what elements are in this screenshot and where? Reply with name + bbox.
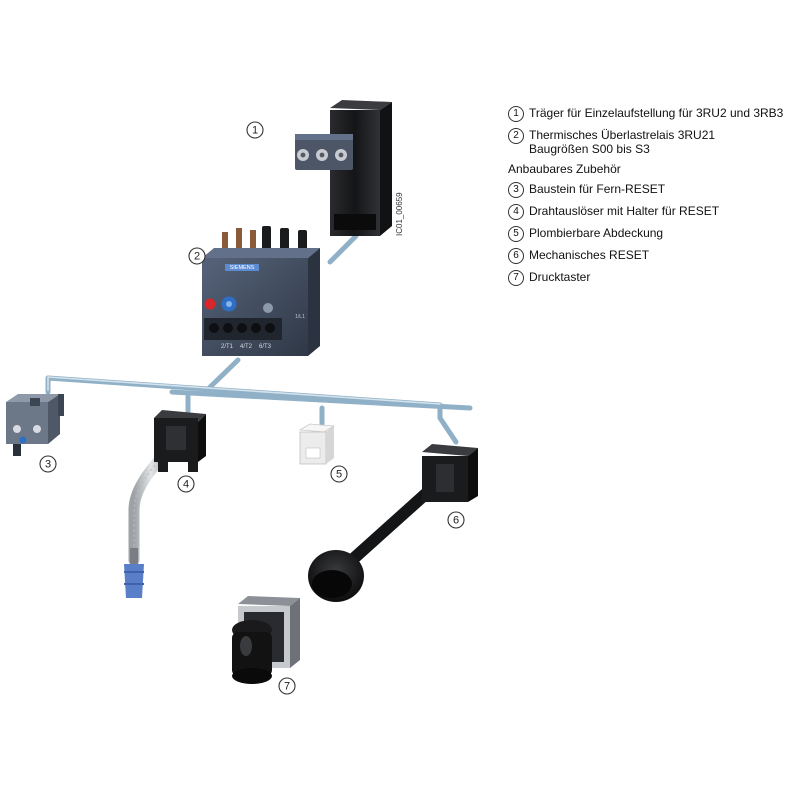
relay-brand: SIEMENS — [230, 265, 255, 271]
legend-number-2: 2 — [508, 128, 524, 144]
callout-4: 4 — [177, 475, 195, 493]
mechanical-reset — [308, 444, 478, 602]
callout-5-number: 5 — [336, 469, 342, 481]
callout-3: 3 — [39, 455, 57, 473]
legend-number-7: 7 — [508, 270, 524, 286]
callout-5: 5 — [330, 465, 348, 483]
callout-2-number: 2 — [194, 251, 200, 263]
legend-item-2: 2 Thermisches Überlastrelais 3RU21 Baugr… — [508, 128, 800, 156]
legend-number-5: 5 — [508, 226, 524, 242]
terminal-label-1l1: 1/L1 — [295, 314, 305, 320]
terminal-label-2t1: 2/T1 — [221, 344, 234, 350]
terminal-label-6t3: 6/T3 — [259, 344, 272, 350]
legend-text-2-line2: Baugrößen S00 bis S3 — [529, 142, 650, 156]
legend-text-2-block: Thermisches Überlastrelais 3RU21 Baugröß… — [529, 128, 715, 156]
legend-text-7: Drucktaster — [529, 270, 591, 284]
overload-relay: SIEMENS 2/T1 4/T2 6/T3 1/L1 — [202, 226, 320, 356]
callout-4-number: 4 — [183, 479, 189, 491]
image-code: IC01_00659 — [395, 192, 404, 236]
callout-2: 2 — [188, 247, 206, 265]
legend-item-3: 3 Baustein für Fern-RESET — [508, 182, 800, 198]
legend-item-7: 7 Drucktaster — [508, 270, 800, 286]
legend-item-6: 6 Mechanisches RESET — [508, 248, 800, 264]
callout-7-number: 7 — [284, 681, 290, 693]
callout-6: 6 — [447, 511, 465, 529]
cable-release — [124, 410, 206, 598]
legend-number-1: 1 — [508, 106, 524, 122]
accessories-heading: Anbaubares Zubehör — [508, 162, 621, 176]
legend-text-1: Träger für Einzelaufstellung für 3RU2 un… — [529, 106, 784, 120]
legend: 1 Träger für Einzelaufstellung für 3RU2 … — [508, 106, 800, 292]
legend-item-5: 5 Plombierbare Abdeckung — [508, 226, 800, 242]
callout-1-number: 1 — [252, 125, 258, 137]
legend-item-4: 4 Drahtauslöser mit Halter für RESET — [508, 204, 800, 220]
terminal-label-4t2: 4/T2 — [240, 344, 253, 350]
legend-text-5: Plombierbare Abdeckung — [529, 226, 664, 240]
callout-1: 1 — [246, 121, 264, 139]
reset-button — [204, 298, 216, 310]
connection-rails — [45, 233, 473, 445]
legend-text-2: Thermisches Überlastrelais 3RU21 — [529, 128, 716, 142]
legend-number-4: 4 — [508, 204, 524, 220]
legend-number-3: 3 — [508, 182, 524, 198]
callout-6-number: 6 — [453, 515, 459, 527]
callout-3-number: 3 — [45, 459, 51, 471]
callout-7: 7 — [278, 677, 296, 695]
carrier-stand-alone — [295, 100, 392, 236]
remote-reset-module — [6, 394, 64, 456]
legend-item-1: 1 Träger für Einzelaufstellung für 3RU2 … — [508, 106, 800, 122]
legend-text-3: Baustein für Fern-RESET — [529, 182, 666, 196]
legend-text-4: Drahtauslöser mit Halter für RESET — [529, 204, 720, 218]
pushbutton — [232, 596, 300, 684]
legend-text-6: Mechanisches RESET — [529, 248, 650, 262]
sealable-cover — [298, 423, 336, 465]
legend-number-6: 6 — [508, 248, 524, 264]
